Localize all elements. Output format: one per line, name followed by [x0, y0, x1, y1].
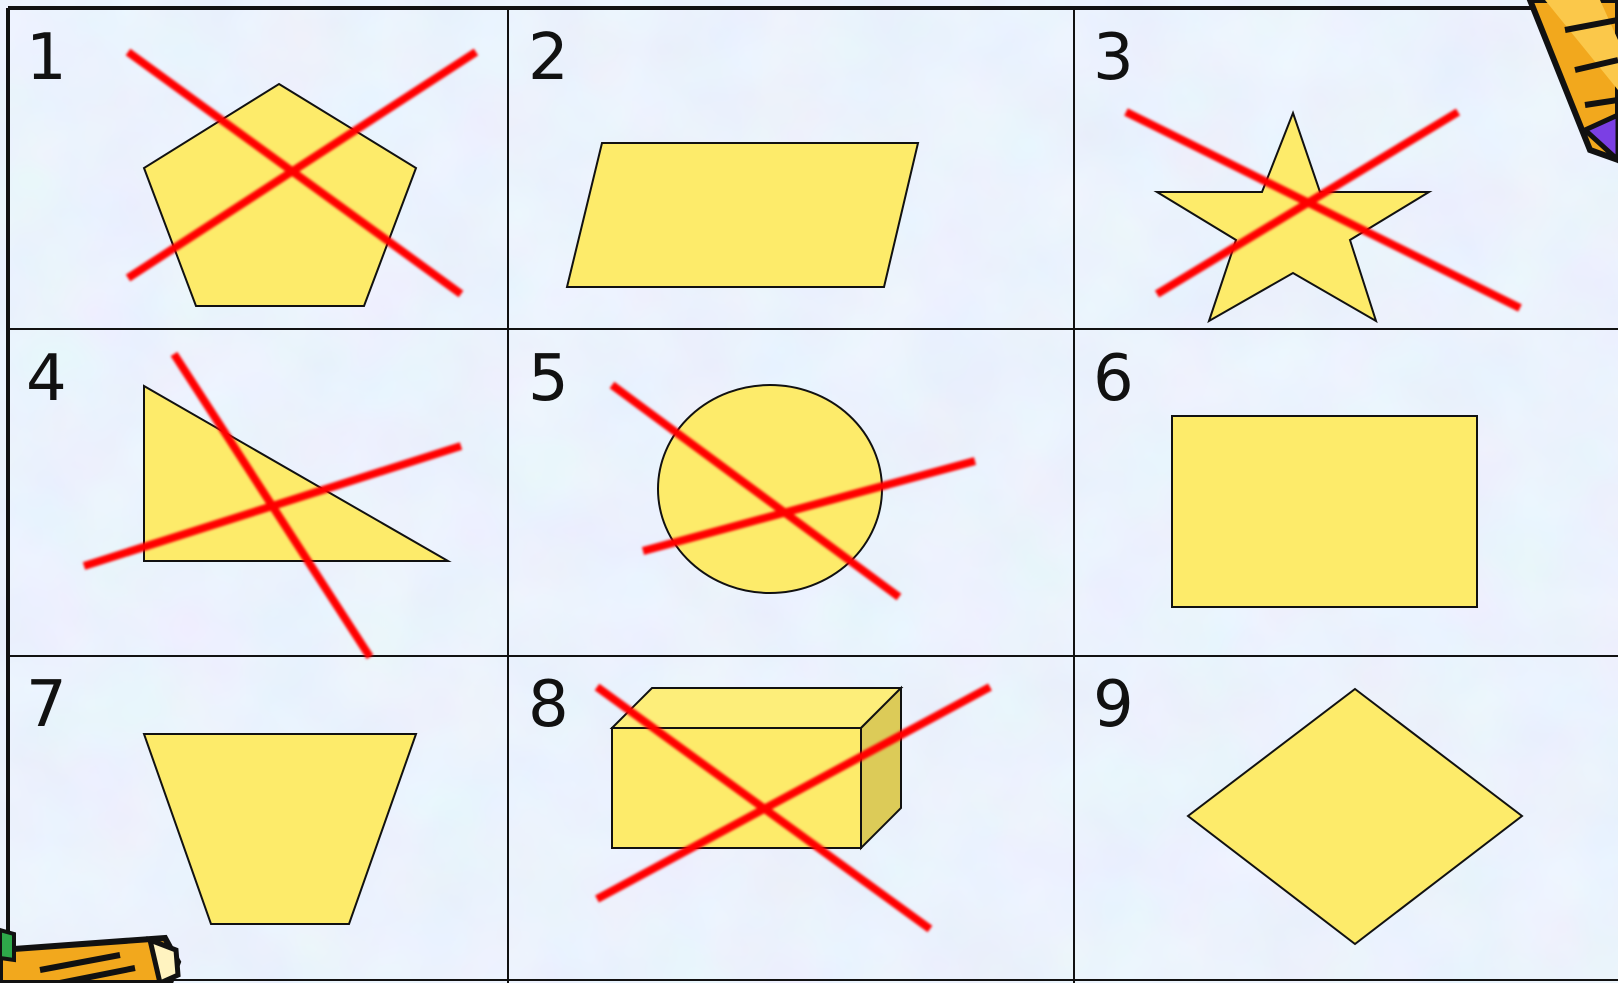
cell-number-2: 2	[528, 26, 569, 90]
cell-number-5: 5	[528, 347, 569, 411]
rectangle-shape	[1172, 416, 1477, 607]
cuboid-top-face	[612, 688, 901, 728]
cell-number-3: 3	[1093, 26, 1134, 90]
cell-number-7: 7	[26, 673, 67, 737]
cell-number-1: 1	[26, 26, 67, 90]
cell-number-8: 8	[528, 673, 569, 737]
cell-8-shape	[612, 688, 901, 848]
cell-2-shape	[567, 143, 918, 287]
cell-6-shape	[1172, 416, 1477, 607]
cell-number-4: 4	[26, 347, 67, 411]
cell-number-6: 6	[1093, 347, 1134, 411]
cell-number-9: 9	[1093, 673, 1134, 737]
parallelogram-shape	[567, 143, 918, 287]
